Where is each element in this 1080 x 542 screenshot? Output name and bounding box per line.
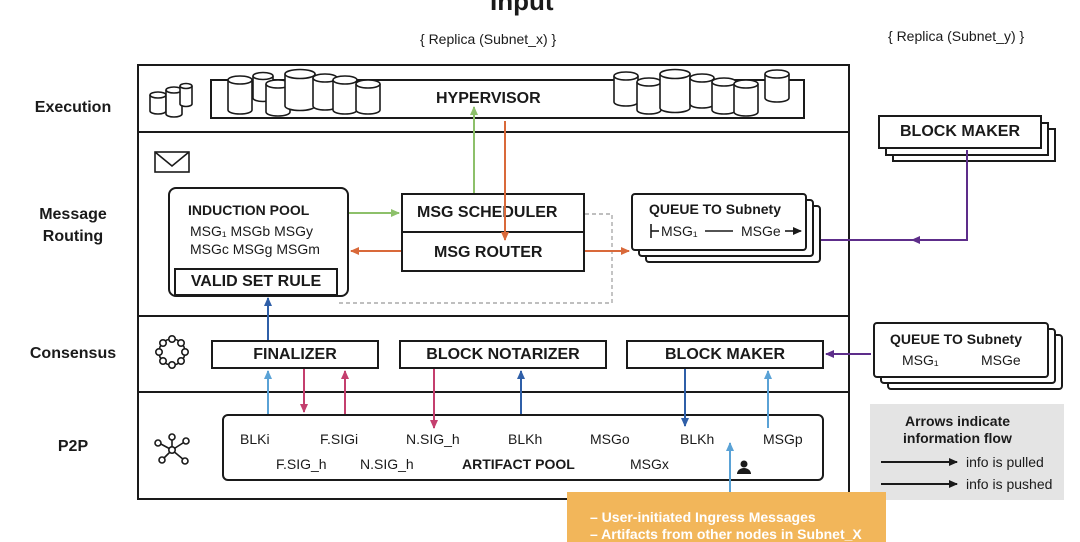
msg-router-label: MSG ROUTER [434, 244, 543, 261]
envelope-icon [154, 151, 190, 173]
queue-stack-front [631, 193, 807, 251]
lane-label-execution: Execution [34, 99, 112, 116]
lane-divider-execution [137, 131, 850, 133]
p2p-fsig-i: F.SIGi [320, 431, 359, 447]
remote-queue-msg1: MSG₁ [902, 352, 939, 368]
network-icon [154, 433, 190, 465]
valid-set-rule-box: VALID SET RULE [174, 268, 338, 296]
legend-pushed-label: info is pushed [966, 476, 1053, 492]
artifact-pool-label: ARTIFACT POOL [462, 456, 575, 472]
diagram-title: Input [490, 0, 554, 16]
queue-msg1: MSG₁ [661, 223, 698, 239]
lane-label-routing: Routing [42, 228, 104, 245]
lane-divider-consensus [137, 391, 850, 393]
lane-label-message: Message [39, 206, 107, 223]
p2p-blk-i: BLKi [240, 431, 270, 447]
msg-scheduler-label: MSG SCHEDULER [417, 204, 558, 221]
legend-title-2: information flow [903, 430, 1012, 446]
lane-label-p2p: P2P [57, 438, 89, 455]
p2p-msg-p: MSGp [763, 431, 803, 447]
lane-label-consensus: Consensus [29, 345, 117, 362]
lane-divider-routing [137, 315, 850, 317]
execution-storage-icon [149, 82, 193, 118]
replica-x-label: { Replica (Subnet_x) } [420, 31, 557, 47]
p2p-fsig-h: F.SIG_h [276, 456, 327, 472]
queue-title: QUEUE TO Subnety [649, 201, 781, 217]
induction-pool-title: INDUCTION POOL [188, 202, 310, 218]
scheduler-router-divider [401, 231, 585, 233]
storage-cluster-right-icon [613, 68, 790, 117]
replica-y-label: { Replica (Subnet_y) } [888, 28, 1025, 44]
legend-pulled-label: info is pulled [966, 454, 1044, 470]
p2p-nsig-h2: N.SIG_h [360, 456, 414, 472]
block-maker-box: BLOCK MAKER [626, 340, 824, 369]
arrow-queue-to-remote-block-maker [821, 150, 968, 241]
user-icon [737, 460, 751, 474]
induction-pool-line1: MSG₁ MSGb MSGy [190, 223, 313, 239]
induction-pool-line2: MSGc MSGg MSGm [190, 241, 320, 257]
finalizer-box: FINALIZER [211, 340, 379, 369]
legend-title-1: Arrows indicate [905, 413, 1011, 429]
dashed-route-line [338, 213, 613, 304]
queue-msg2: MSGe [741, 223, 781, 239]
remote-block-maker-box: BLOCK MAKER [878, 115, 1042, 149]
remote-queue-front [873, 322, 1049, 378]
p2p-blk-h1: BLKh [508, 431, 543, 447]
artifact-pool-box [222, 414, 824, 481]
block-notarizer-box: BLOCK NOTARIZER [399, 340, 607, 369]
remote-queue-msg2: MSGe [981, 352, 1021, 368]
p2p-nsig-h: N.SIG_h [406, 431, 460, 447]
ingress-line1: – User-initiated Ingress Messages [590, 509, 816, 525]
storage-cluster-left-icon [227, 68, 381, 117]
p2p-msg-x: MSGx [630, 456, 669, 472]
p2p-blk-h2: BLKh [680, 431, 715, 447]
hypervisor-label: HYPERVISOR [436, 90, 541, 107]
p2p-msg-o: MSGo [590, 431, 630, 447]
consensus-ring-icon [155, 334, 190, 369]
remote-queue-title: QUEUE TO Subnety [890, 331, 1022, 347]
lane-label-message-routing: Message Routing [18, 204, 128, 248]
